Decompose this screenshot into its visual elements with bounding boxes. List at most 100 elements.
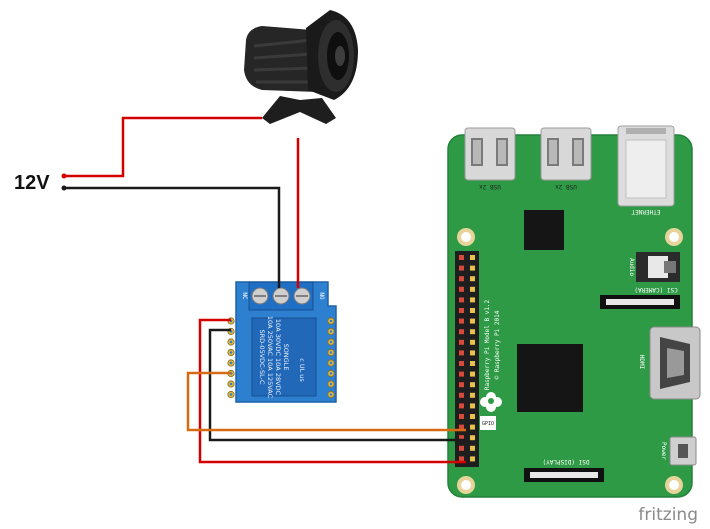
gpio-header-body xyxy=(455,251,479,467)
gpio-pin xyxy=(459,255,464,260)
gpio-pin xyxy=(459,276,464,282)
gpio-pin xyxy=(459,329,464,335)
gpio-pin xyxy=(470,361,475,366)
gpio-pin xyxy=(459,318,464,324)
board-copyright-text: © Raspberry Pi 2014 xyxy=(494,310,501,379)
gpio-pin xyxy=(470,318,475,324)
wires xyxy=(64,116,466,464)
usb-left-label: USB 2x xyxy=(479,183,501,190)
supply-voltage-label: 12V xyxy=(14,172,50,194)
gpio-pin xyxy=(459,382,464,388)
gpio-pin xyxy=(470,456,475,462)
gpio-pin xyxy=(459,445,464,451)
shield-pin-hole xyxy=(329,361,333,365)
relay-model-text: SRD-05VDC-SL-C xyxy=(258,329,266,385)
gpio-pin xyxy=(459,371,464,377)
gpio-label-box xyxy=(480,416,496,430)
gpio-pin xyxy=(470,329,475,335)
terminal-no-label: NO xyxy=(318,292,325,300)
shield-pin-hole xyxy=(229,361,233,365)
gpio-pin xyxy=(459,265,464,271)
gpio-pin xyxy=(470,265,475,271)
usb-right-label: USB 2x xyxy=(555,183,577,190)
usb-port-right xyxy=(540,127,592,181)
gpio-pin xyxy=(470,297,475,303)
relay-pins-left xyxy=(227,317,235,399)
shield-pin-hole xyxy=(329,330,333,333)
gpio-label: GPIO xyxy=(482,421,494,427)
csi-connector xyxy=(600,295,680,309)
shield-pin-hole xyxy=(229,351,233,354)
supply-negative-terminal xyxy=(61,185,67,191)
soc-chip xyxy=(517,344,583,412)
gpio-pin xyxy=(470,435,475,441)
gpio-pin xyxy=(470,339,475,345)
gpio-header xyxy=(455,251,479,467)
dsi-label: DSI (DISPLAY) xyxy=(543,458,590,465)
gpio-pin xyxy=(459,392,464,398)
relay-shield: NC NO SONGLE 10A 250VAC 10A 125VAC 10A 3… xyxy=(227,281,337,403)
gpio-pin xyxy=(459,350,464,356)
relay-pins-right xyxy=(327,317,335,399)
gpio-pin xyxy=(459,403,464,409)
ul-mark-text: c UL us xyxy=(298,358,306,382)
ethernet-port xyxy=(617,125,675,207)
gpio-pin xyxy=(459,456,464,462)
gpio-pin xyxy=(470,350,475,356)
usb-port-left xyxy=(464,127,516,181)
gpio-pin xyxy=(470,414,475,419)
gpio-pin xyxy=(470,403,475,409)
gpio-pin xyxy=(459,339,464,345)
wire-5v xyxy=(198,318,466,464)
relay-spec-line-2: 10A 30VDC 10A 28VDC xyxy=(274,319,282,396)
raspberry-logo-icon xyxy=(480,392,502,412)
gpio-pin xyxy=(470,276,475,282)
ethernet-label: ETHERNET xyxy=(631,208,660,215)
gpio-pin xyxy=(470,286,475,292)
wire-12v-positive xyxy=(64,116,262,178)
gpio-pin xyxy=(470,382,475,388)
gpio-pin xyxy=(459,286,464,292)
fritzing-watermark: fritzing xyxy=(638,505,698,525)
power-label: Power xyxy=(660,442,667,460)
shield-pin-hole xyxy=(329,382,333,386)
wire-12v-negative xyxy=(64,186,281,288)
power-port xyxy=(669,436,697,466)
relay-body xyxy=(251,317,317,397)
relay-brand-text: SONGLE xyxy=(282,344,290,371)
gpio-pin xyxy=(459,308,464,313)
hdmi-port xyxy=(649,326,701,400)
csi-label: CSI (CAMERA) xyxy=(634,286,677,293)
gpio-pin xyxy=(470,371,475,377)
terminal-screws xyxy=(251,287,311,305)
relay-spec-line-1: 10A 250VAC 10A 125VAC xyxy=(266,316,274,399)
terminal-nc-label: NC xyxy=(241,292,248,300)
gpio-pin xyxy=(459,414,464,419)
supply-positive-terminal xyxy=(61,173,67,179)
shield-pin-hole xyxy=(229,393,233,396)
audio-label: Audio xyxy=(628,258,635,276)
gpio-pin xyxy=(470,392,475,398)
usb-controller-chip xyxy=(524,210,564,250)
gpio-pin xyxy=(459,424,464,430)
mounting-holes xyxy=(457,228,683,494)
shield-pin-hole xyxy=(329,319,333,323)
wire-signal xyxy=(186,371,466,432)
gpio-pin xyxy=(459,435,464,441)
shield-pin-hole xyxy=(229,340,233,344)
dsi-connector xyxy=(524,468,604,482)
gpio-pin xyxy=(470,445,475,451)
raspberry-pi-board: USB 2x USB 2x ETHERNET Audio xyxy=(447,125,701,498)
shield-pin-hole xyxy=(329,372,333,375)
siren-speaker-icon xyxy=(244,10,358,124)
shield-pin-hole xyxy=(329,351,333,354)
gpio-pin xyxy=(459,297,464,303)
shield-pin-hole xyxy=(229,382,233,386)
board-model-text: Raspberry Pi Model B v1.2 xyxy=(484,299,491,390)
wire-gnd xyxy=(208,328,466,442)
gpio-pin xyxy=(459,361,464,366)
shield-pin-hole xyxy=(329,393,333,396)
gpio-pin xyxy=(470,255,475,260)
hdmi-label: HDMI xyxy=(638,355,645,370)
